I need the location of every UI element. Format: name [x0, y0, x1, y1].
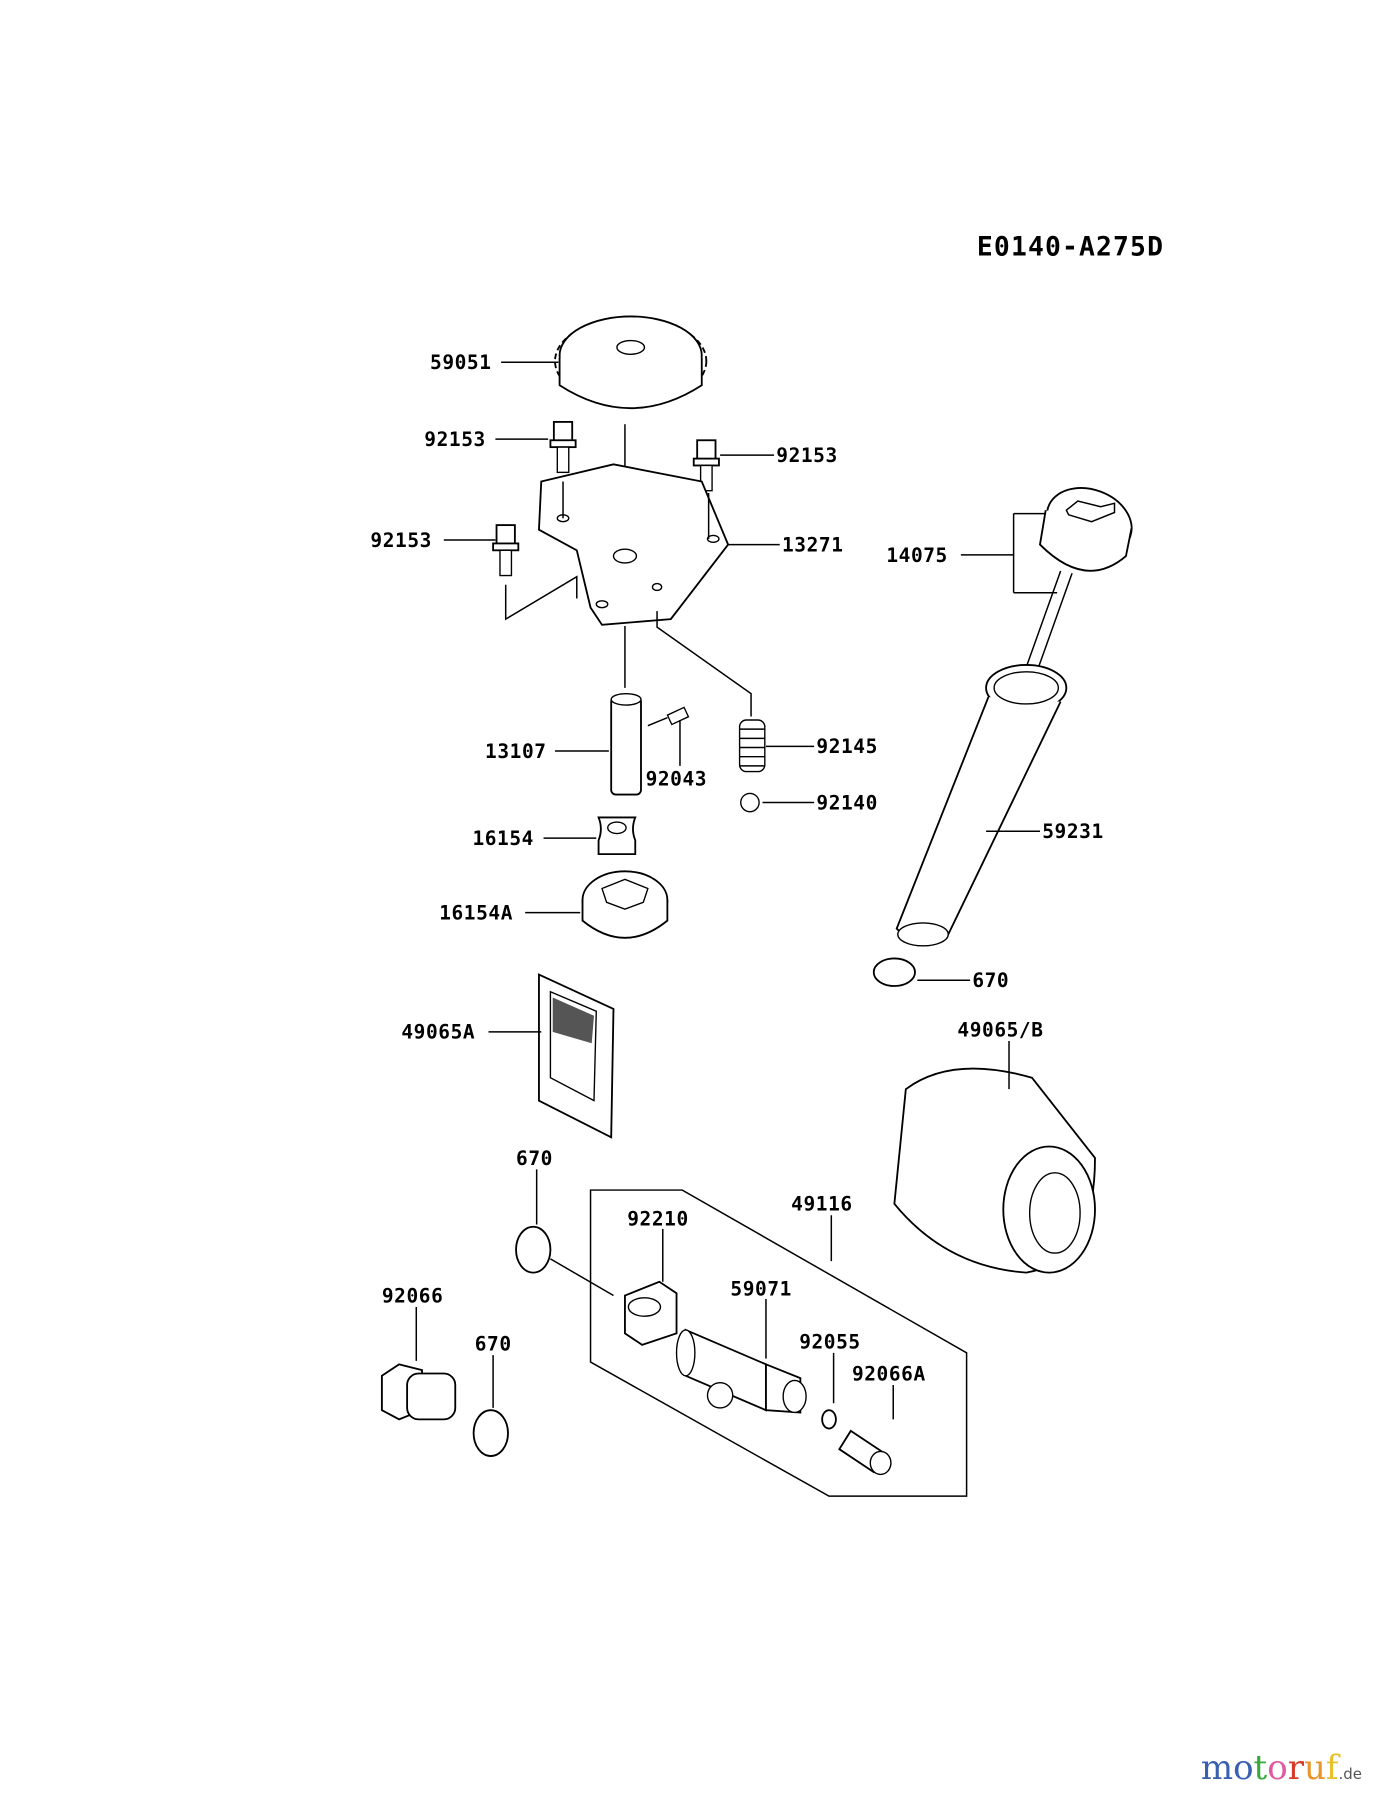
- pipe-fitting-59071[interactable]: [675, 1328, 807, 1414]
- oring-92055[interactable]: [821, 1409, 837, 1430]
- drain-plug-92066[interactable]: [380, 1363, 457, 1421]
- label-59231: 59231: [1042, 820, 1104, 843]
- label-92153-b: 92153: [776, 444, 838, 467]
- shaft-13107[interactable]: [610, 692, 642, 796]
- label-92066A: 92066A: [852, 1362, 926, 1385]
- label-13107: 13107: [485, 740, 547, 763]
- label-670-plug: 670: [475, 1333, 512, 1356]
- spring-92145[interactable]: [738, 719, 766, 773]
- bolt-92153-c[interactable]: [492, 524, 520, 577]
- pin-92043[interactable]: [666, 706, 690, 726]
- cover-plate-13271[interactable]: [538, 463, 730, 626]
- plug-92066A[interactable]: [838, 1429, 892, 1476]
- bolt-92153-a[interactable]: [549, 420, 577, 474]
- label-92210: 92210: [627, 1208, 689, 1231]
- screen-49065A[interactable]: [538, 973, 615, 1139]
- oil-cap-14075[interactable]: [1014, 477, 1141, 702]
- inner-rotor-16154[interactable]: [597, 816, 637, 856]
- oring-670-plug[interactable]: [472, 1409, 509, 1457]
- ball-92140[interactable]: [740, 792, 760, 813]
- bolt-92153-b[interactable]: [692, 439, 720, 492]
- label-670-tube: 670: [972, 969, 1009, 992]
- watermark-logo: motoruf.de: [1200, 1748, 1362, 1788]
- label-49116: 49116: [791, 1193, 853, 1216]
- gear-59051[interactable]: [554, 315, 708, 409]
- label-16154A: 16154A: [439, 901, 513, 924]
- label-92043: 92043: [646, 767, 708, 790]
- label-13271: 13271: [782, 533, 844, 556]
- label-92153-c: 92153: [370, 529, 432, 552]
- label-14075: 14075: [886, 544, 948, 567]
- label-670-upper: 670: [516, 1147, 553, 1170]
- label-49065A: 49065A: [401, 1021, 475, 1044]
- tube-59231[interactable]: [895, 664, 1068, 947]
- label-59071: 59071: [730, 1278, 792, 1301]
- label-92140: 92140: [816, 791, 878, 814]
- oil-filter-49065B[interactable]: [893, 1067, 1096, 1274]
- label-92066: 92066: [382, 1284, 444, 1307]
- diagram-code: E0140-A275D: [977, 233, 1164, 263]
- label-92055: 92055: [799, 1330, 861, 1353]
- label-92145: 92145: [816, 735, 878, 758]
- nut-92210[interactable]: [624, 1280, 678, 1346]
- outer-rotor-16154A[interactable]: [581, 870, 669, 939]
- label-49065B: 49065/B: [957, 1018, 1043, 1041]
- label-16154: 16154: [472, 827, 534, 850]
- label-92153-a: 92153: [424, 428, 486, 451]
- label-59051: 59051: [430, 351, 492, 374]
- oring-670-upper[interactable]: [515, 1225, 552, 1274]
- oring-670-tube[interactable]: [872, 957, 916, 987]
